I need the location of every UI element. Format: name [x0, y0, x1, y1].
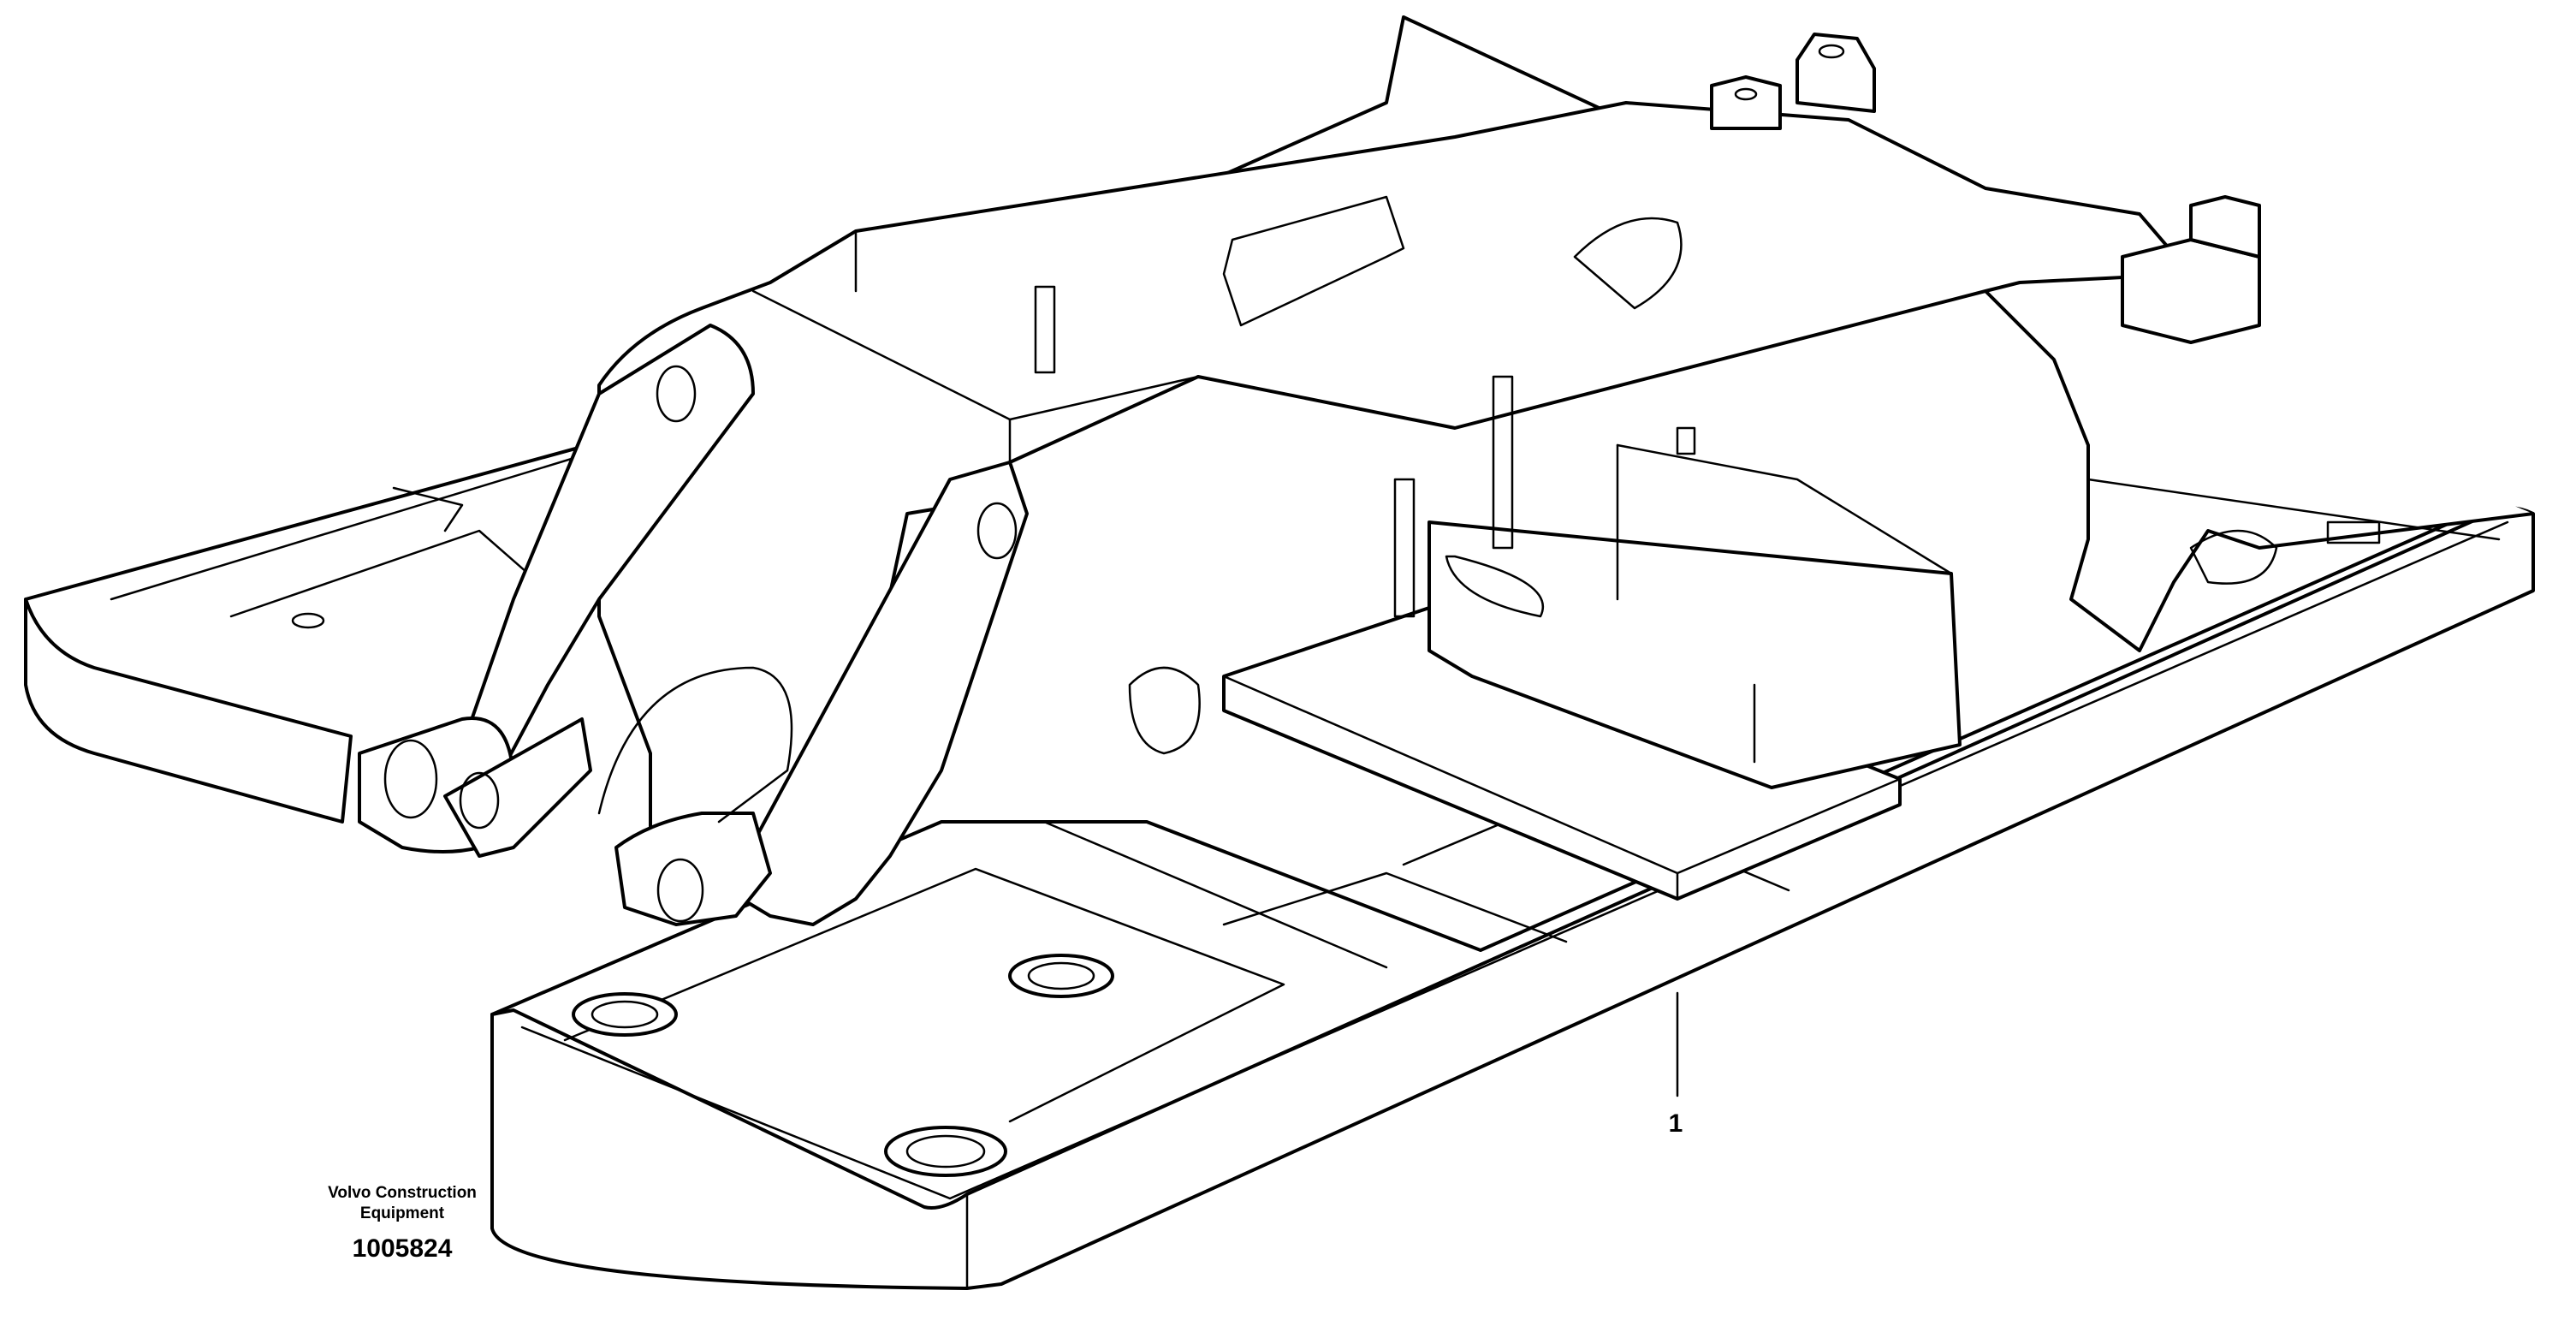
brand-line-2: Equipment — [359, 1204, 445, 1222]
boom-brackets — [358, 324, 1201, 926]
lifting-eyes — [1710, 33, 1876, 130]
right-upright — [1984, 195, 2534, 652]
callout-1-label: 1 — [1668, 1109, 1683, 1138]
brand-line-1: Volvo Construction — [328, 1184, 477, 1202]
part-number: 1005824 — [352, 1234, 453, 1263]
brand-caption: Volvo Construction Equipment — [282, 1183, 522, 1224]
tank-bracket-box — [1393, 375, 1962, 789]
